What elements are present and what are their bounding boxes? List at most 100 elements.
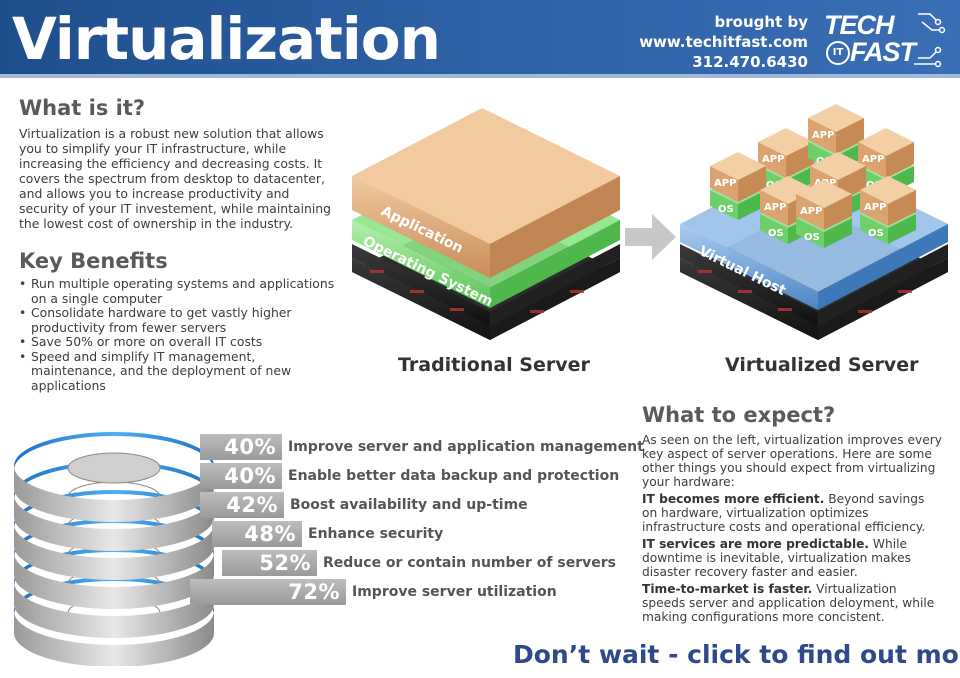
- stat-percent: 72%: [288, 580, 340, 604]
- expect-point-text: While downtime is inevitable, virtualiza…: [642, 537, 911, 579]
- vm-app-label: APP: [864, 202, 886, 213]
- logo-it-badge: IT: [826, 41, 850, 65]
- expect-point-lead: IT becomes more efficient.: [642, 492, 825, 506]
- ring-side: [14, 553, 214, 609]
- vm-app-side: [824, 194, 852, 230]
- vm-app-side: [760, 190, 788, 226]
- ring-side: [14, 524, 214, 580]
- stat-row: 48% Enhance security: [212, 521, 443, 547]
- server-comparison-diagram: Operating System Application Virtual Hos…: [352, 104, 948, 340]
- list-item: Speed and simplify IT management, mainte…: [19, 349, 339, 394]
- vm-app-side: [796, 194, 824, 230]
- vm-os-side: [888, 214, 916, 244]
- contact-block: brought by www.techitfast.com 312.470.64…: [639, 12, 808, 72]
- expect-point-lead: IT services are more predictable.: [642, 537, 870, 551]
- stat-label: Enhance security: [308, 526, 444, 542]
- vm-app-label: APP: [812, 130, 834, 141]
- arrow-right-icon: [625, 214, 676, 260]
- stat-label: Improve server utilization: [352, 584, 557, 600]
- expect-point-text: Virtualization speeds server and applica…: [642, 582, 935, 624]
- what-to-expect-body: As seen on the left, virtualization impr…: [642, 433, 942, 627]
- virtual-machines: APPOSAPPOSAPPOSAPPOSAPPOSAPPOSAPPOSAPPOS: [710, 104, 916, 248]
- stat-bar: 40%: [200, 463, 282, 489]
- what-to-expect-heading: What to expect?: [642, 403, 836, 427]
- vm-os-label: OS: [718, 204, 734, 215]
- vm-app-side: [888, 190, 916, 226]
- header-banner: Virtualization brought by www.techitfast…: [0, 0, 960, 78]
- list-item: Save 50% or more on overall IT costs: [19, 334, 339, 350]
- stat-row: 42% Boost availability and up-time: [200, 492, 528, 518]
- circuit-lines-icon: [914, 13, 946, 68]
- ring-side: [14, 495, 214, 551]
- expect-point: IT services are more predictable. While …: [642, 537, 942, 579]
- application-layer: Application: [352, 108, 620, 278]
- stat-label: Reduce or contain number of servers: [323, 555, 616, 571]
- logo-fast-text: FAST: [850, 37, 916, 67]
- vm-app-side: [860, 190, 888, 226]
- stat-bar: 48%: [212, 521, 302, 547]
- expect-point-text: Beyond savings on hardware, virtualizati…: [642, 492, 926, 534]
- stat-percent: 40%: [224, 464, 276, 488]
- page-title: Virtualization: [12, 5, 441, 73]
- ring-side: [14, 466, 214, 522]
- stat-row: 52% Reduce or contain number of servers: [222, 550, 616, 576]
- techitfast-logo[interactable]: TECH IT FAST: [818, 8, 946, 70]
- stat-percent: 48%: [244, 522, 296, 546]
- vm-os-side: [796, 218, 824, 248]
- vm-os-side: [760, 214, 788, 244]
- stat-bar: 42%: [200, 492, 284, 518]
- stat-bar: 72%: [190, 579, 346, 605]
- vm-app-label: APP: [714, 178, 736, 189]
- vm-app-label: APP: [764, 202, 786, 213]
- vm-os-side: [738, 190, 766, 220]
- virtualized-server-label: Virtualized Server: [725, 354, 919, 376]
- stat-bar: 40%: [200, 434, 282, 460]
- vm-app-label: APP: [762, 154, 784, 165]
- vm-app-side: [808, 118, 836, 154]
- key-benefits-list: Run multiple operating systems and appli…: [19, 276, 339, 394]
- vm-app-side: [886, 142, 914, 178]
- vm-os-side: [824, 218, 852, 248]
- vm-os-side: [710, 190, 738, 220]
- key-benefits-heading: Key Benefits: [19, 249, 168, 273]
- vm-os-label: OS: [868, 228, 884, 239]
- what-to-expect-intro: As seen on the left, virtualization impr…: [642, 433, 942, 489]
- stat-row: 40% Improve server and application manage…: [200, 434, 644, 460]
- stat-label: Improve server and application managemen…: [288, 439, 644, 455]
- vm-cube: APP OS: [710, 152, 766, 220]
- stat-label: Boost availability and up-time: [290, 497, 528, 513]
- stat-row: 40% Enable better data backup and protect…: [200, 463, 619, 489]
- vm-cube: APP OS: [860, 176, 916, 244]
- vm-os-label: OS: [768, 228, 784, 239]
- vm-app-label: APP: [800, 206, 822, 217]
- what-is-it-body: Virtualization is a robust new solution …: [19, 126, 332, 231]
- logo-tech-text: TECH: [824, 10, 894, 40]
- ring-side: [14, 582, 214, 638]
- vm-app-side: [858, 142, 886, 178]
- ring-side: [14, 611, 214, 666]
- vm-os-label: OS: [804, 232, 820, 243]
- brought-by-label: brought by: [714, 13, 808, 31]
- what-is-it-heading: What is it?: [19, 96, 146, 120]
- stat-bar: 52%: [222, 550, 317, 576]
- stat-percent: 52%: [259, 551, 311, 575]
- stat-percent: 40%: [224, 435, 276, 459]
- stat-label: Enable better data backup and protection: [288, 468, 620, 484]
- list-item: Run multiple operating systems and appli…: [19, 276, 339, 306]
- ring-hole: [67, 452, 161, 484]
- vm-app-label: APP: [862, 154, 884, 165]
- traditional-server-label: Traditional Server: [398, 354, 590, 376]
- expect-point: Time-to-market is faster. Virtualization…: [642, 582, 942, 624]
- list-item: Consolidate hardware to get vastly highe…: [19, 305, 339, 335]
- website-link[interactable]: www.techitfast.com: [639, 33, 808, 51]
- expect-point-lead: Time-to-market is faster.: [642, 582, 813, 596]
- stat-percent: 42%: [226, 493, 278, 517]
- vm-app-side: [710, 166, 738, 202]
- vm-app-side: [786, 142, 814, 178]
- stacked-rings-graphic: [14, 432, 214, 666]
- expect-point: IT becomes more efficient. Beyond saving…: [642, 492, 942, 534]
- vm-app-side: [738, 166, 766, 202]
- phone-number: 312.470.6430: [692, 53, 808, 71]
- find-out-more-link[interactable]: Don’t wait - click to find out more: [513, 640, 960, 669]
